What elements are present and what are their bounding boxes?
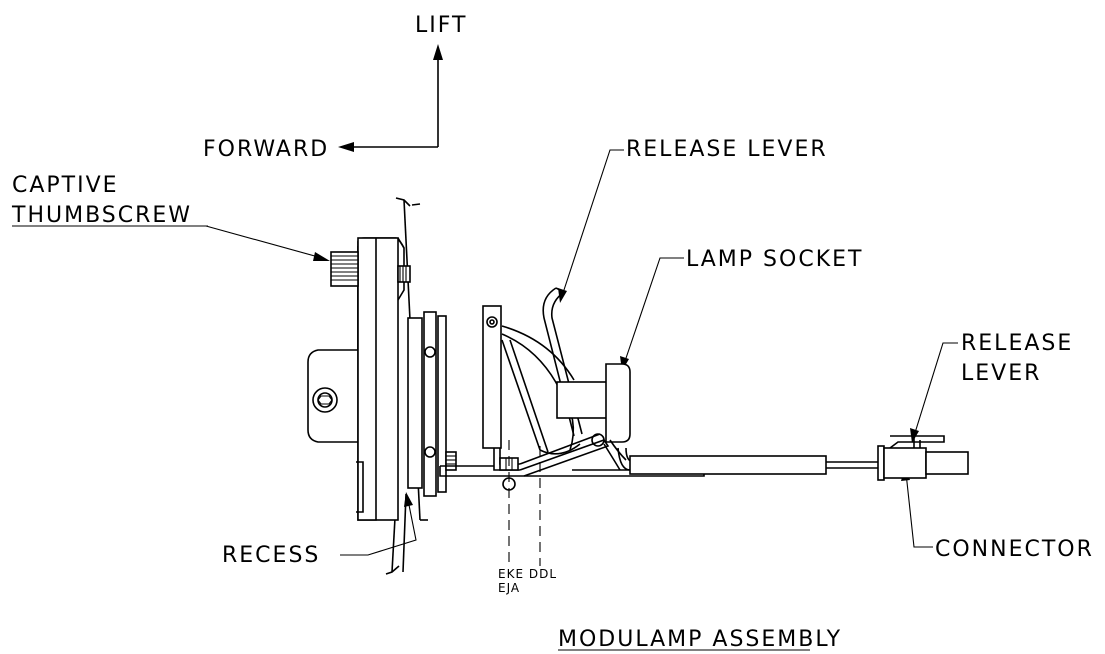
- lamp-socket-label: LAMP SOCKET: [686, 247, 863, 272]
- captive-thumbscrew: [330, 251, 411, 287]
- gasket-plates: [407, 311, 457, 497]
- lamp-socket: [556, 363, 631, 471]
- release-lever-top-label: RELEASE LEVER: [626, 137, 828, 162]
- forward-label: FORWARD: [203, 137, 329, 162]
- centerlines: [508, 440, 541, 566]
- mounting-bracket: [307, 237, 405, 521]
- forward-arrowhead: [338, 142, 354, 152]
- thumbscrew-label: THUMBSCREW: [11, 203, 192, 228]
- release-lever-top: [542, 287, 583, 437]
- lift-arrowhead: [433, 44, 443, 60]
- connector-label: CONNECTOR: [935, 537, 1094, 562]
- eja-label: EJA: [498, 581, 520, 595]
- leader-lines: [205, 149, 958, 556]
- captive-label: CAPTIVE: [12, 173, 119, 198]
- recess-label: RECESS: [222, 543, 320, 568]
- title-label: MODULAMP ASSEMBLY: [558, 627, 842, 652]
- lever-label: LEVER: [961, 361, 1041, 386]
- cable-connector: [617, 435, 969, 481]
- direction-indicator: LIFT FORWARD: [203, 13, 467, 162]
- lift-label: LIFT: [415, 13, 467, 38]
- eke-ddl-label: EKE DDL: [498, 567, 557, 581]
- release-label: RELEASE: [961, 331, 1073, 356]
